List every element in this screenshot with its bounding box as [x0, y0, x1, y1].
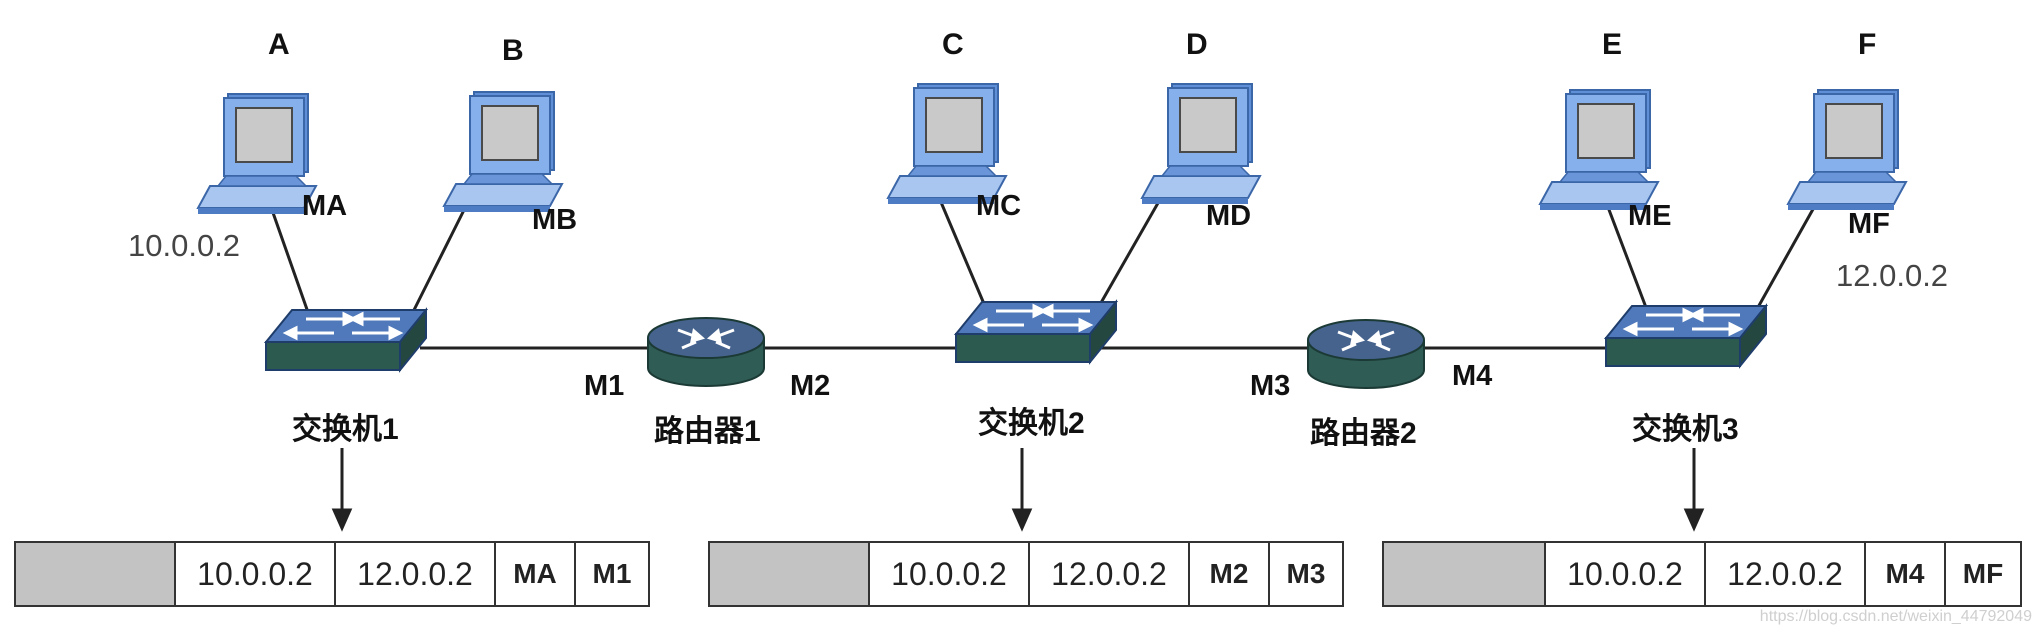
host-f-ip-label: 12.0.0.2 [1836, 258, 1949, 293]
host-f-mac-label: MF [1848, 208, 1890, 240]
frame-dst-ip-cell: 12.0.0.2 [1704, 543, 1864, 605]
router-1-in-mac-label: M1 [584, 370, 625, 402]
host-b-mac-label: MB [532, 204, 578, 236]
frame-1: 10.0.0.2 12.0.0.2 MA M1 [14, 541, 650, 607]
router-2-label: 路由器2 [1310, 417, 1417, 450]
router-2-icon [1306, 318, 1426, 390]
switch-2-icon [954, 300, 1118, 364]
router-1-label: 路由器1 [654, 415, 761, 448]
frame-dst-ip-cell: 12.0.0.2 [1028, 543, 1188, 605]
switch-2-label: 交换机2 [978, 407, 1085, 440]
frame-3: 10.0.0.2 12.0.0.2 M4 MF [1382, 541, 2022, 607]
frame-dst-ip-cell: 12.0.0.2 [334, 543, 494, 605]
host-c-computer-icon [887, 83, 1007, 205]
link-c [933, 187, 992, 319]
frame-src-mac-cell: M2 [1188, 543, 1268, 605]
host-c-mac-label: MC [976, 190, 1022, 222]
switch-3-icon [1604, 304, 1768, 368]
switch-1-icon [264, 308, 428, 372]
router-2-out-mac-label: M4 [1452, 360, 1493, 392]
frame-dst-mac-cell: M3 [1268, 543, 1342, 605]
router-1-out-mac-label: M2 [790, 370, 831, 402]
frame-src-mac-cell: M4 [1864, 543, 1944, 605]
host-f-label: F [1858, 28, 1877, 61]
router-2-in-mac-label: M3 [1250, 370, 1291, 402]
host-e-computer-icon [1539, 89, 1659, 211]
frame-src-ip-cell: 10.0.0.2 [868, 543, 1028, 605]
host-b-computer-icon [443, 91, 563, 213]
switch-3-label: 交换机3 [1632, 413, 1739, 446]
frame-dst-mac-cell: M1 [574, 543, 648, 605]
frame-src-ip-cell: 10.0.0.2 [174, 543, 334, 605]
host-e-mac-label: ME [1628, 200, 1672, 232]
frame-src-ip-cell: 10.0.0.2 [1544, 543, 1704, 605]
host-e-label: E [1602, 28, 1623, 61]
host-b-label: B [502, 34, 524, 67]
frame-src-mac-cell: MA [494, 543, 574, 605]
frame-header-cell [16, 543, 174, 605]
host-d-label: D [1186, 28, 1208, 61]
host-f-computer-icon [1787, 89, 1907, 211]
switch-1-label: 交换机1 [292, 413, 399, 446]
router-1-icon [646, 316, 766, 388]
host-d-mac-label: MD [1206, 200, 1252, 232]
host-c-label: C [942, 28, 964, 61]
down-arrows [331, 448, 1705, 532]
watermark: https://blog.csdn.net/weixin_44792049 [1759, 608, 2032, 625]
frame-header-cell [1384, 543, 1544, 605]
frame-header-cell [710, 543, 868, 605]
frame-2: 10.0.0.2 12.0.0.2 M2 M3 [708, 541, 1344, 607]
host-a-mac-label: MA [302, 190, 348, 222]
frame-dst-mac-cell: MF [1944, 543, 2020, 605]
host-d-computer-icon [1141, 83, 1261, 205]
host-a-computer-icon [197, 93, 317, 215]
host-a-ip-label: 10.0.0.2 [128, 228, 241, 263]
host-a-label: A [268, 28, 290, 61]
